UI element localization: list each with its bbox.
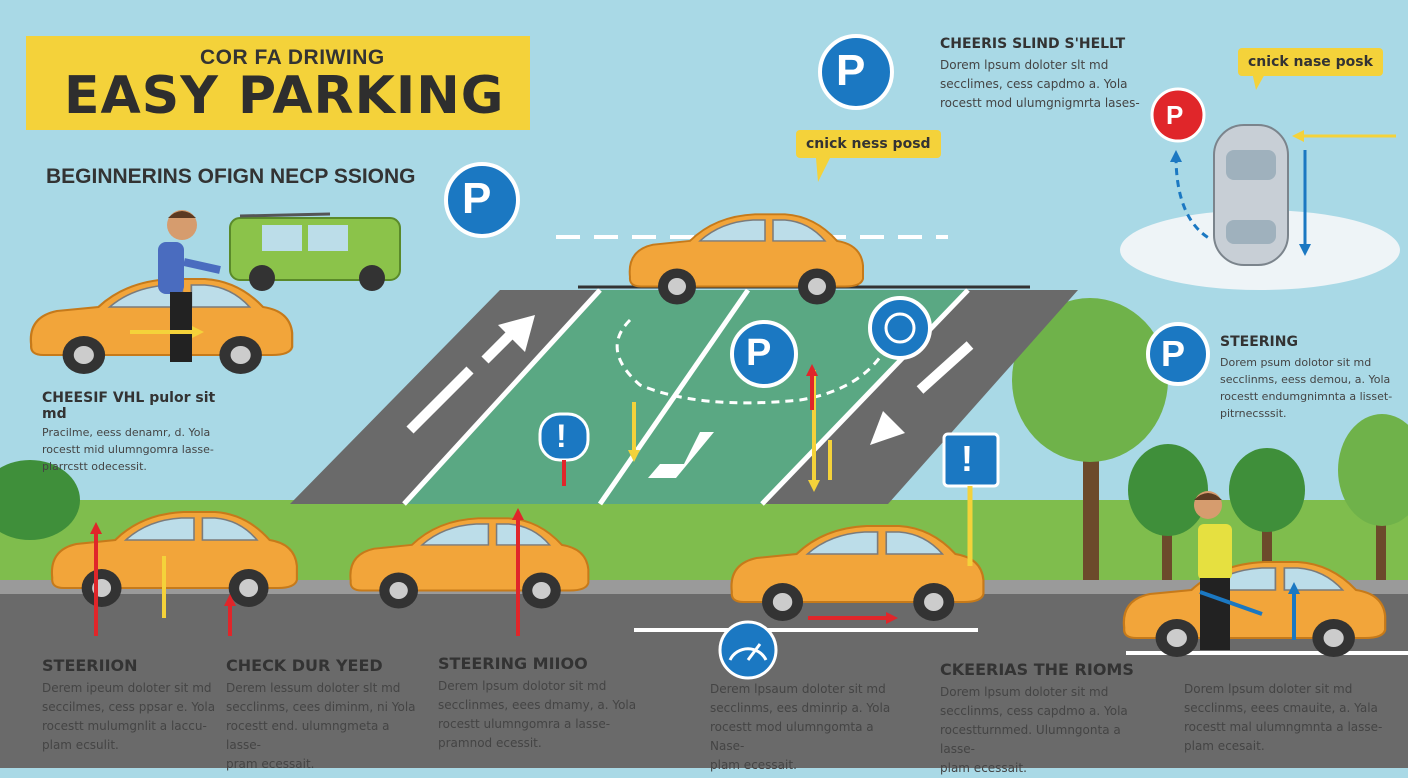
parking-sign-label: P [1166,100,1184,130]
info-line: secclinms, eess demou, a. Yola [1220,373,1391,386]
info-block-bottom: STEERIION Derem ipeum doloter sit md sec… [42,656,222,755]
steering-icon [868,296,932,360]
info-line: plam ecesait. [1184,739,1265,753]
info-line: plam ecessait. [940,761,1027,775]
info-line: rocestt endumgnimnta a lisset- [1220,390,1393,403]
callout-bubble: cnick nase posk [1238,48,1383,76]
info-body: Dorem lpsum doloter sit md secclinms, ce… [940,683,1150,778]
callout-bubble: cnick ness posd [796,130,941,158]
title-small: COR FA DRIWING [200,46,385,69]
info-body: Derem lpsum dolotor sit md secclinmes, e… [438,677,638,753]
bush [0,460,80,540]
info-line: Derem lpsum dolotor sit md [438,679,607,693]
info-block-bottom: CHECK DUR YEED Derem lessum doloter slt … [226,656,426,774]
info-body: Derem lpsaum doloter sit md secclinms, e… [710,680,910,775]
parking-sign-label: P [1161,333,1186,374]
info-block-left: CHEESIF VHL pulor sit md Pracilme, eess … [42,390,242,475]
info-line: plarrcstt odecessit. [42,460,147,473]
parking-sign-label: P [746,332,772,374]
info-line: secclinms, cees diminm, ni Yola [226,700,416,714]
info-line: Dorem lpsum doloter sit md [1184,682,1353,696]
info-line: Pracilme, eess denamr, d. Yola [42,426,211,439]
info-line: rocestt end. ulumngmeta a lasse- [226,719,390,752]
info-line: Derem ipeum doloter sit md [42,681,212,695]
info-block-bottom: CKEERIAS THE RIOMS Dorem lpsum doloter s… [940,660,1150,778]
info-line: pitrnecsssit. [1220,407,1287,420]
info-line: plam ecessait. [710,758,797,772]
info-line: secclinms, ees dminrip a. Yola [710,701,891,715]
info-body: Derem ipeum doloter sit md seccilmes, ce… [42,679,222,755]
info-body: Dorem lpsum doloter sit md secclinms, ee… [1184,680,1394,756]
speedometer-icon [718,620,778,680]
info-heading: CKEERIAS THE RIOMS [940,660,1134,679]
info-line: secclimes, cess capdmo a. Yola [940,77,1128,91]
info-block-bottom: STEERING MIIOO Derem lpsum dolotor sit m… [438,654,638,753]
info-line: Dorem psum dolotor sit md [1220,356,1372,369]
parking-sign [818,34,894,110]
car-left [29,277,294,376]
info-line: pram ecessait. [226,757,315,771]
info-body: Dorem lpsum doloter slt md secclimes, ce… [940,56,1170,113]
info-line: Dorem lpsum doloter slt md [940,58,1109,72]
info-heading: CHEERIS SLIND S'HELLT [940,36,1126,52]
info-line: rocestt mod ulumngomta a Nase- [710,720,874,753]
info-block-steering: STEERING Dorem psum dolotor sit md seccl… [1220,334,1400,422]
info-line: seccilmes, cess ppsar e. Yola [42,700,216,714]
subtitle: BEGINNERINS OFIGN NECP SSIONG [46,165,416,188]
parking-sign [444,162,520,238]
info-body: Derem lessum doloter slt md secclinms, c… [226,679,426,774]
info-body: Dorem psum dolotor sit md secclinms, ees… [1220,354,1400,422]
info-line: pramnod ecessit. [438,736,542,750]
info-block-bottom: Dorem lpsum doloter sit md secclinms, ee… [1184,680,1394,756]
person-walker [1194,491,1232,650]
guide-arrows [90,326,1300,640]
info-line: rocestt mulumgnlit a laccu- [42,719,207,733]
info-line: rocestt ulumngomra a lasse- [438,717,611,731]
info-line: rocestturnmed. Ulumngonta a lasse- [940,723,1121,756]
info-heading: CHECK DUR YEED [226,656,383,675]
info-heading: STEERING MIIOO [438,654,588,673]
info-line: Derem lpsaum doloter sit md [710,682,886,696]
page-title: EASY PARKING [64,66,505,126]
parking-sign [730,320,798,388]
info-heading: STEERIION [42,656,138,675]
info-line: rocestt mal ulumngmnta a lasse- [1184,720,1383,734]
tree [1338,414,1408,580]
tree [1128,444,1208,580]
info-line: rocestt mid ulumngomra lasse- [42,443,214,456]
info-line: rocestt mod ulumgnigmrta lases- [940,96,1140,110]
parking-sign-red [1150,87,1206,143]
parking-sign-label: P [836,46,866,95]
info-block-bottom: Derem lpsaum doloter sit md secclinms, e… [710,680,910,775]
parking-sign-label: P [462,174,492,223]
info-body: Pracilme, eess denamr, d. Yola rocestt m… [42,424,242,475]
warning-sign [942,432,1000,566]
info-heading: STEERING [1220,334,1298,350]
info-line: secclinmes, eees dmamy, a. Yola [438,698,637,712]
info-line: Derem lessum doloter slt md [226,681,401,695]
info-block-top: CHEERIS SLIND S'HELLT Dorem lpsum dolote… [940,36,1170,113]
info-line: secclinms, eees cmauite, a. Yala [1184,701,1378,715]
green-van [229,212,401,291]
person-driver [158,210,221,362]
info-line: plam ecsulit. [42,738,119,752]
title-banner [26,36,530,130]
warning-mark: ! [961,438,973,479]
warning-sign [538,412,590,486]
warning-mark: ! [556,418,567,454]
top-view-car [1120,124,1400,290]
tree [1229,448,1305,580]
tree [1012,298,1168,580]
info-line: Dorem lpsum doloter sit md [940,685,1109,699]
info-heading: CHEESIF VHL pulor sit md [42,390,216,422]
parking-sign [1146,322,1210,386]
info-line: secclinms, cess capdmo a. Yola [940,704,1128,718]
